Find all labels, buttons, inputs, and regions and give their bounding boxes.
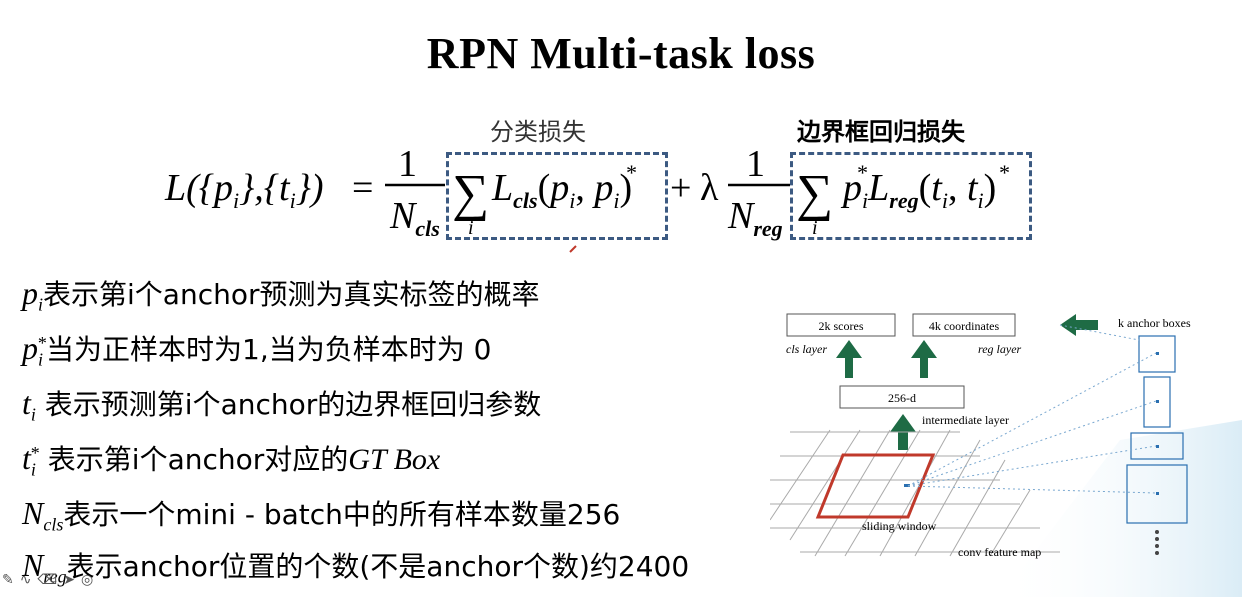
sigma-reg: ∑ [796,165,833,222]
definition-line: ti* 表示第i个anchor对应的GT Box [22,440,441,480]
left-arrow-icon [1060,314,1098,336]
anchor-box [1143,376,1171,428]
presentation-toolbar: ✎ ∿ ⌫ ➤ ◎ [2,572,99,588]
definition-line: pi表示第i个anchor预测为真实标签的概率 [22,275,540,315]
cls-term: Lcls(pi, pi) [491,167,632,213]
anchor-boxes-label: k anchor boxes [1118,316,1191,330]
n-cls: Ncls [389,195,440,241]
regression-loss-caption: 边界框回归损失 [797,118,965,146]
p-var: p [211,167,233,209]
pen-cursor-icon [569,245,577,253]
anchor-box [1126,464,1188,524]
anchor-box [1130,432,1184,460]
window-center [904,484,910,487]
definition-line: pi*当为正样本时为1,当为负样本时为 0 [22,330,492,370]
reg-layer-label: reg layer [978,342,1022,356]
fraction-numerator-reg: 1 [746,143,765,185]
scores-label: 2k scores [819,319,864,333]
256d-box [839,385,965,409]
formula-lhs: L({pi},{ti}) [164,167,324,213]
definition-line: ti 表示预测第i个anchor的边界框回归参数 [22,385,542,425]
cls-layer-label: cls layer [786,342,827,356]
star-cls: * [625,160,636,185]
definition-line: Nreg表示anchor位置的个数(不是anchor个数)约2400 [22,547,690,587]
background-glow [1000,420,1242,597]
up-arrow-icon [836,340,862,378]
up-arrow-icon [911,340,937,378]
plus-sign: + [670,167,691,209]
ink-icon[interactable]: ∿ [19,572,32,588]
256d-label: 256-d [888,391,916,405]
eraser-icon[interactable]: ⌫ [37,572,58,588]
fraction-numerator-cls: 1 [398,143,417,185]
anchor-box [1138,335,1176,373]
index-reg: i [812,217,818,239]
equals-sign: = [352,167,373,209]
pointer-icon[interactable]: ➤ [63,572,75,588]
rpn-diagram: 2k scores 4k coordinates cls layer reg l… [770,313,1242,597]
classification-loss-caption: 分类损失 [490,118,586,146]
sliding-window [815,453,936,519]
lambda: λ [700,167,719,209]
definition-line: Ncls表示一个mini - batch中的所有样本数量256 [22,495,621,535]
intermediate-layer-label: intermediate layer [922,413,1009,427]
sliding-window-label: sliding window [862,519,937,533]
target-icon[interactable]: ◎ [81,572,94,588]
coordinates-label: 4k coordinates [929,319,1000,333]
feature-map-grid [770,429,1060,557]
star-reg-t: * [998,160,1009,185]
coordinates-box [912,313,1016,337]
classification-loss-box [446,152,668,240]
sigma-cls: ∑ [452,165,489,222]
n-reg: Nreg [727,195,783,241]
more-anchors-ellipsis [1155,530,1159,555]
conv-feature-map-label: conv feature map [958,545,1041,559]
star-reg-p: * [856,160,867,185]
scores-box [786,313,896,337]
index-cls: i [468,217,474,239]
pen-icon[interactable]: ✎ [2,572,14,588]
regression-loss-box [790,152,1032,240]
slide-title: RPN Multi-task loss [426,29,816,78]
loss-formula: L({pi},{ti}) = 1 Ncls ∑ i Lcls(pi, pi) *… [164,143,1009,253]
anchor-projection-lines [907,324,1157,494]
